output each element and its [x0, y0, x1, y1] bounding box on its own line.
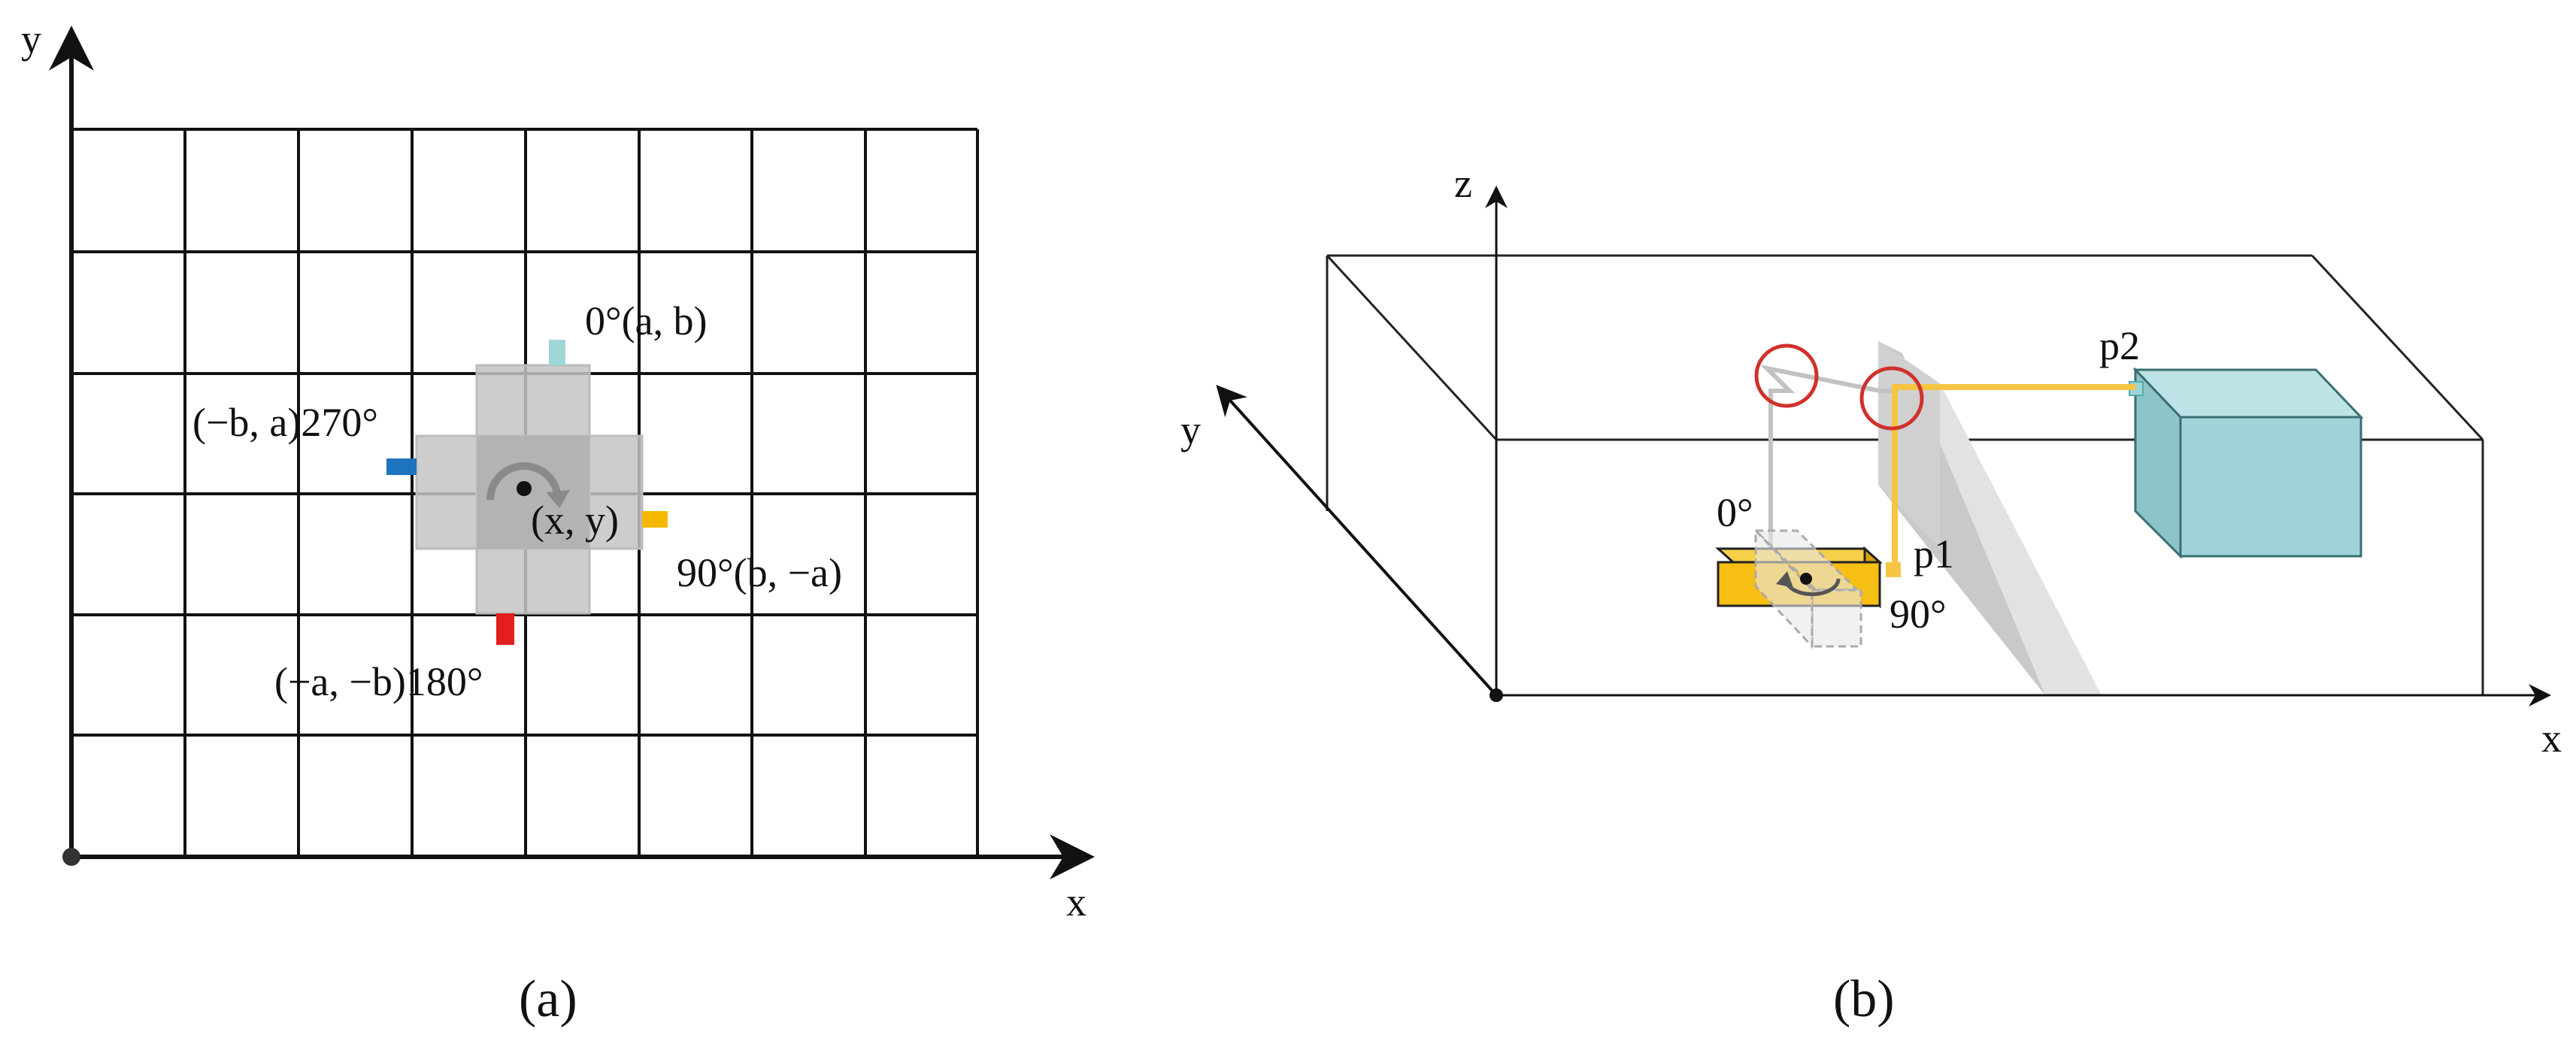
origin-dot	[62, 848, 80, 866]
marker-270	[386, 458, 417, 475]
origin-dot-3d	[1490, 688, 1503, 702]
marker-0	[549, 340, 565, 365]
label-270: (−b, a)270°	[192, 400, 378, 445]
corner-circle-1	[1754, 343, 1819, 408]
axis-y3d-line	[1216, 385, 1498, 697]
axis-z-label: z	[1454, 161, 1472, 206]
grid	[71, 128, 979, 857]
label-90deg: 90°	[1890, 592, 1947, 637]
label-0deg: 0°	[1717, 490, 1753, 535]
axis-y3d-label: y	[1180, 407, 1201, 452]
marker-90	[642, 511, 668, 528]
label-0-ab: 0°(a, b)	[585, 298, 708, 343]
label-p1: p1	[1914, 531, 1954, 576]
rotation-arrowhead-3d-icon	[1776, 571, 1793, 588]
marker-180	[496, 613, 514, 645]
panel-a: y x 0°(a, b) (−b, a)270° (x, y) 90°(b, −…	[21, 17, 1095, 1028]
rotation-arrowhead-icon	[546, 490, 570, 508]
caption-a: (a)	[519, 970, 577, 1028]
label-180: (−a, −b)180°	[274, 659, 483, 704]
axis-x3d-label: x	[2541, 716, 2562, 761]
p1-marker	[1886, 562, 1901, 577]
axis-x-label: x	[1066, 879, 1086, 924]
label-90: 90°(b, −a)	[677, 550, 842, 595]
yellow-path	[1892, 384, 2135, 571]
center-dot	[517, 481, 532, 496]
panel-b: z x y 0°	[1180, 161, 2562, 1028]
corner-circle-2	[1859, 366, 1924, 431]
rotation-arrow-icon	[486, 462, 562, 501]
label-p2: p2	[2099, 323, 2140, 368]
target-cube	[2132, 367, 2364, 559]
caption-b: (b)	[1833, 970, 1895, 1028]
ghost-box	[1753, 528, 1862, 649]
box-center-dot	[1800, 573, 1812, 585]
label-center-xy: (x, y)	[531, 498, 619, 543]
axis-y-label: y	[21, 17, 41, 62]
gray-path	[1759, 365, 1897, 556]
